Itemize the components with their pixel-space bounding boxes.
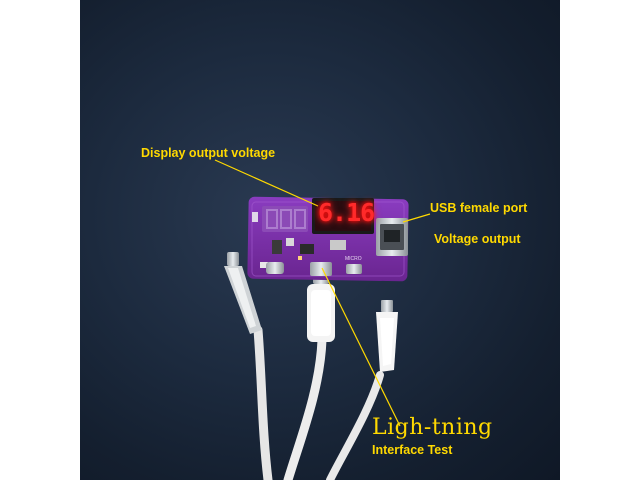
- label-voltage-output: Voltage output: [434, 232, 521, 246]
- lightning-plug: [307, 270, 335, 342]
- pcb-board: [247, 196, 409, 282]
- silkscreen-micro: MICRO: [345, 256, 362, 262]
- led-display-reading: 6.16: [318, 198, 375, 227]
- label-display-output-voltage: Display output voltage: [141, 146, 276, 160]
- micro-usb-plug: [376, 300, 398, 372]
- label-interface-test: Interface Test: [372, 443, 453, 457]
- cables: [253, 325, 384, 480]
- pointer-lines: [214, 159, 431, 427]
- label-usb-female-port: USB female port: [430, 201, 528, 215]
- label-lightning: Ligh-tning: [372, 415, 493, 440]
- usb-c-plug: [224, 252, 262, 334]
